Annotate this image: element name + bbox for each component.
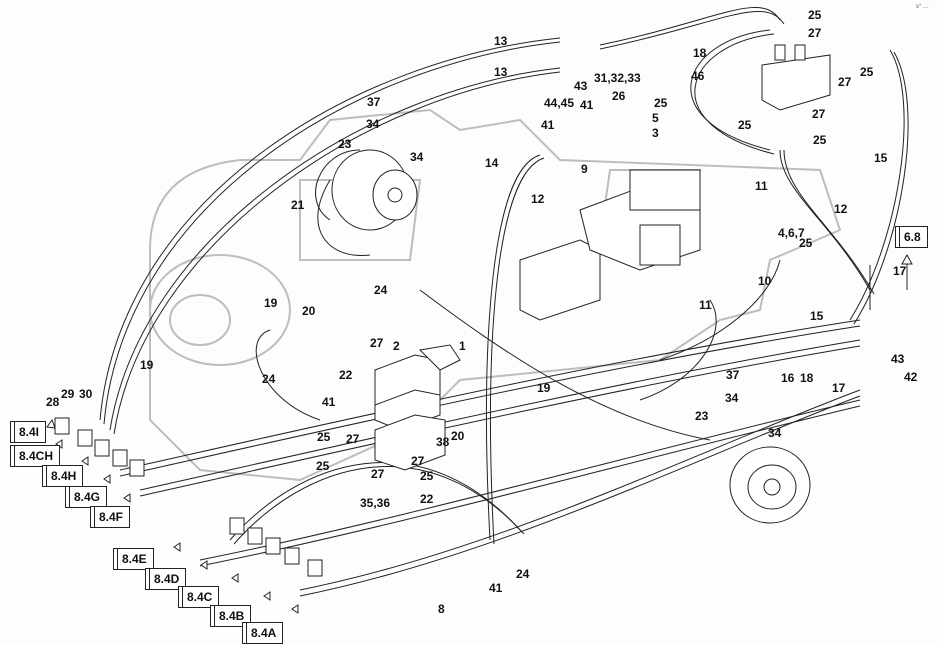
ref-box-8-4A[interactable]: 8.4A <box>242 622 284 644</box>
callout-3: 3 <box>652 126 659 140</box>
callout-43-a: 43 <box>574 79 588 93</box>
callout-38: 38 <box>436 435 450 449</box>
solenoid-connectors-lower <box>229 517 323 577</box>
callout-20-b: 20 <box>451 429 465 443</box>
callout-41-b: 41 <box>580 98 594 112</box>
ref-box-8-4I[interactable]: 8.4I <box>10 421 47 443</box>
ref-box-6-8[interactable]: 6.8 <box>895 226 928 248</box>
callout-41-a: 41 <box>541 118 555 132</box>
callout-2: 2 <box>393 339 400 353</box>
callout-13-b: 13 <box>494 65 508 79</box>
callout-34-c: 34 <box>725 391 739 405</box>
corner-stamp: s° … <box>915 4 929 10</box>
callout-25-c: 25 <box>738 118 752 132</box>
ref-box-8-4B[interactable]: 8.4B <box>210 605 252 627</box>
callout-17-b: 17 <box>832 381 846 395</box>
callout-27-g: 27 <box>411 454 425 468</box>
callout-23-b: 23 <box>695 409 709 423</box>
hydraulic-pump-assembly <box>519 169 701 321</box>
callout-24-a: 24 <box>374 283 388 297</box>
callout-34-a: 34 <box>366 117 380 131</box>
callout-25-a: 25 <box>808 8 822 22</box>
callout-18-a: 18 <box>693 46 707 60</box>
callout-24-b: 24 <box>262 372 276 386</box>
callout-19-c: 19 <box>537 381 551 395</box>
callout-25-d: 25 <box>813 133 827 147</box>
distribution-valve-block <box>761 44 831 111</box>
callout-22-b: 22 <box>420 492 434 506</box>
callout-26: 26 <box>612 89 626 103</box>
ref-box-8-4F[interactable]: 8.4F <box>90 506 131 528</box>
callout-15-a: 15 <box>874 151 888 165</box>
callout-34-d: 34 <box>768 426 782 440</box>
solenoid-connectors-upper <box>54 417 145 477</box>
callout-11-a: 11 <box>755 179 768 193</box>
callout-27-a: 27 <box>808 26 822 40</box>
ref-box-8-4D[interactable]: 8.4D <box>145 568 187 590</box>
callout-34-b: 34 <box>410 150 424 164</box>
callout-25-e: 25 <box>654 96 668 110</box>
control-valve-stack <box>374 344 461 471</box>
callout-41-d: 41 <box>489 581 503 595</box>
callout-25-b: 25 <box>860 65 874 79</box>
callout-25-i: 25 <box>420 469 434 483</box>
callout-25-f: 25 <box>799 236 813 250</box>
ref-box-8-4CH[interactable]: 8.4CH <box>10 445 61 467</box>
callout-30: 30 <box>79 387 93 401</box>
callout-12-a: 12 <box>531 192 545 206</box>
ref-box-8-4E[interactable]: 8.4E <box>113 548 154 570</box>
callout-13-a: 13 <box>494 34 508 48</box>
callout-25-h: 25 <box>316 459 330 473</box>
ref-box-8-4H[interactable]: 8.4H <box>42 465 84 487</box>
callout-27-c: 27 <box>812 107 826 121</box>
hydraulic-motor-lower <box>729 446 811 524</box>
callout-37-a: 37 <box>367 95 381 109</box>
callout-12-b: 12 <box>834 202 848 216</box>
callout-31-32-33: 31,32,33 <box>594 71 641 85</box>
callout-11-b: 11 <box>699 298 712 312</box>
callout-14: 14 <box>485 156 499 170</box>
callout-16: 16 <box>781 371 795 385</box>
callout-1: 1 <box>459 339 466 353</box>
callout-44-45: 44,45 <box>544 96 575 110</box>
callout-10: 10 <box>758 274 772 288</box>
callout-28: 28 <box>46 395 60 409</box>
ref-box-8-4G[interactable]: 8.4G <box>65 486 108 508</box>
callout-21: 21 <box>291 198 305 212</box>
callout-29: 29 <box>61 387 75 401</box>
callout-22-a: 22 <box>339 368 353 382</box>
callout-17-a: 17 <box>893 264 907 278</box>
callout-19-b: 19 <box>140 358 154 372</box>
callout-24-c: 24 <box>516 567 530 581</box>
callout-25-g: 25 <box>317 430 331 444</box>
callout-35-36: 35,36 <box>360 496 391 510</box>
callout-41-c: 41 <box>322 395 336 409</box>
hose-lines <box>99 7 909 597</box>
callout-9: 9 <box>581 162 588 176</box>
callout-4-6-7: 4,6,7 <box>778 226 805 240</box>
callout-15-b: 15 <box>810 309 824 323</box>
callout-5: 5 <box>652 111 659 125</box>
callout-43-b: 43 <box>891 352 905 366</box>
callout-23-a: 23 <box>338 137 352 151</box>
callout-19-a: 19 <box>264 296 278 310</box>
callout-42: 42 <box>904 370 918 384</box>
callout-18-b: 18 <box>800 371 814 385</box>
callout-27-e: 27 <box>346 432 360 446</box>
reference-arrows <box>46 253 913 614</box>
callout-46: 46 <box>691 69 705 83</box>
callout-20-a: 20 <box>302 304 316 318</box>
ref-box-8-4C[interactable]: 8.4C <box>178 586 220 608</box>
callout-8: 8 <box>438 602 445 616</box>
callout-27-d: 27 <box>370 336 384 350</box>
callout-37-b: 37 <box>726 368 740 382</box>
callout-27-b: 27 <box>838 75 852 89</box>
hydraulic-motor-upper <box>331 149 418 231</box>
callout-27-f: 27 <box>371 467 385 481</box>
